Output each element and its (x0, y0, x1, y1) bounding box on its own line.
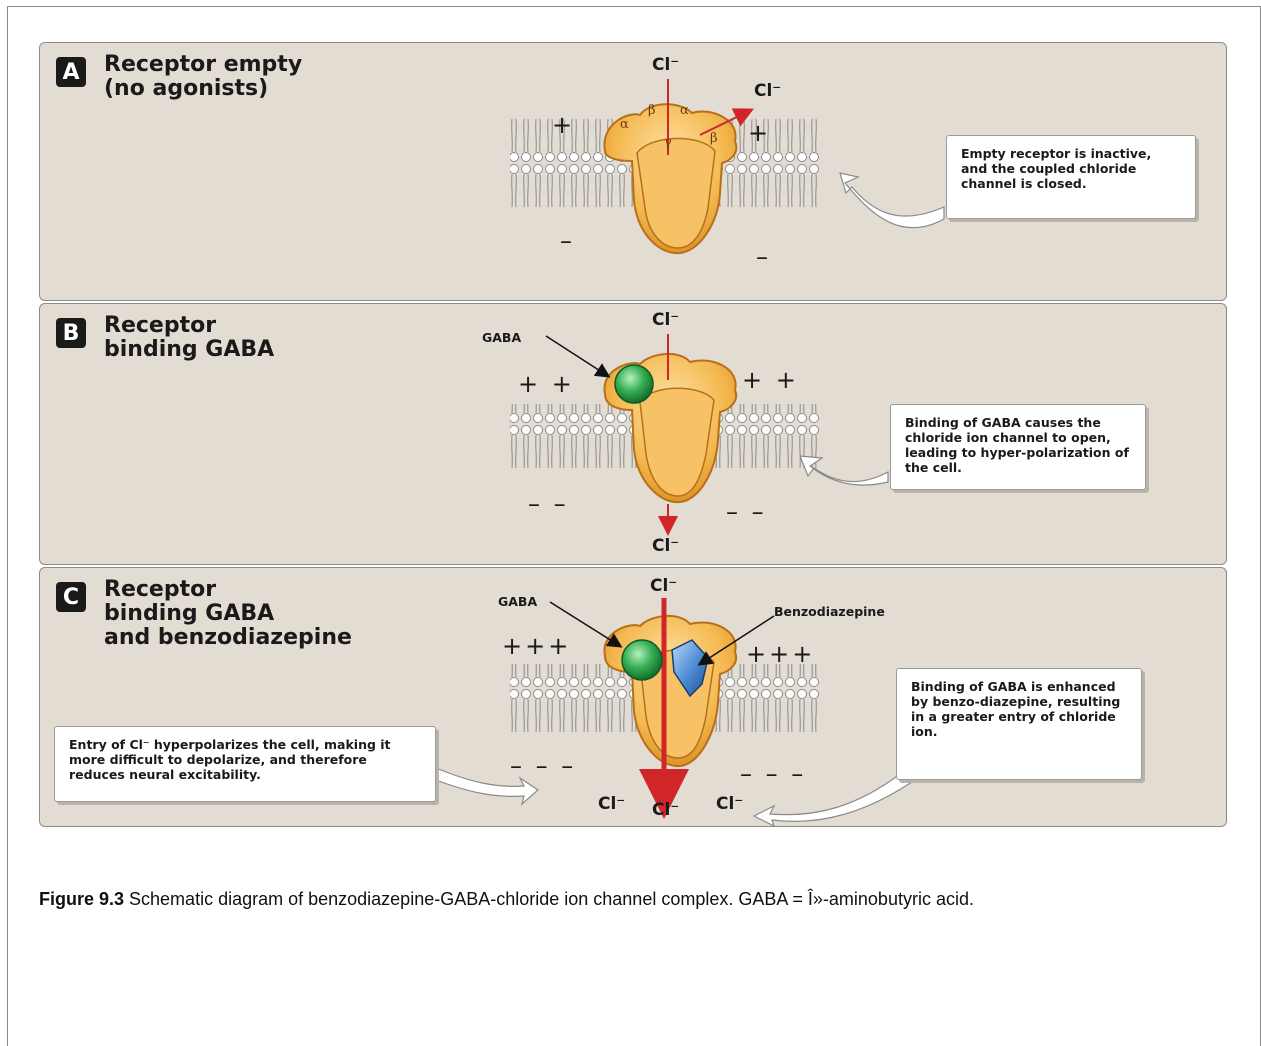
callout-c-left: Entry of Cl⁻ hyperpolarizes the cell, ma… (54, 726, 436, 802)
charge-top-left: +++ (502, 632, 571, 660)
charge-bottom-right: – (756, 243, 771, 271)
charge-bottom-left: – – – (510, 752, 576, 780)
charge-top-right: +++ (746, 640, 815, 668)
figure-caption-text: Schematic diagram of benzodiazepine-GABA… (124, 889, 974, 909)
callout-c-right: Binding of GABA is enhanced by benzo-dia… (896, 668, 1142, 780)
charge-top-right: + + (742, 366, 799, 394)
charge-top-left: + (552, 111, 575, 139)
charge-top-left: + + (518, 370, 575, 398)
chloride-ion-bottom-1: Cl⁻ (598, 794, 625, 814)
subunit-beta-2: β (710, 131, 718, 146)
subunit-alpha-2: α (680, 103, 689, 118)
subunit-alpha-1: α (620, 117, 629, 132)
chloride-ion-bottom-2: Cl⁻ (652, 800, 679, 820)
charge-bottom-right: – – (726, 498, 767, 526)
figure-caption: Figure 9.3 Schematic diagram of benzodia… (39, 883, 1229, 915)
figure-label: Figure 9.3 (39, 889, 124, 909)
chloride-ion-bottom: Cl⁻ (652, 536, 679, 556)
charge-bottom-right: – – – (740, 760, 806, 788)
gaba-molecule (622, 640, 662, 680)
charge-top-right: + (748, 119, 771, 147)
chloride-ion-side: Cl⁻ (754, 81, 781, 101)
charge-bottom-left: – (560, 227, 575, 255)
benzodiazepine-label: Benzodiazepine (774, 604, 885, 619)
subunit-beta-1: β (648, 103, 656, 118)
chloride-ion-bottom-3: Cl⁻ (716, 794, 743, 814)
chloride-ion-top: Cl⁻ (652, 55, 679, 75)
panel-a: A Receptor empty (no agonists) α β α β γ… (39, 42, 1227, 301)
gaba-molecule (615, 365, 653, 403)
chloride-ion-top: Cl⁻ (650, 576, 677, 596)
gaba-label: GABA (498, 594, 537, 609)
panel-c: C Receptor binding GABA and benzodiazepi… (39, 567, 1227, 827)
subunit-gamma: γ (664, 135, 672, 150)
charge-bottom-left: – – (528, 490, 569, 518)
gaba-label: GABA (482, 330, 521, 345)
callout-b: Binding of GABA causes the chloride ion … (890, 404, 1146, 490)
panel-b: B Receptor binding GABA GABA Cl⁻ Cl⁻ + +… (39, 303, 1227, 565)
callout-pointer-a (840, 173, 944, 228)
callout-a: Empty receptor is inactive, and the coup… (946, 135, 1196, 219)
chloride-ion-top: Cl⁻ (652, 310, 679, 330)
